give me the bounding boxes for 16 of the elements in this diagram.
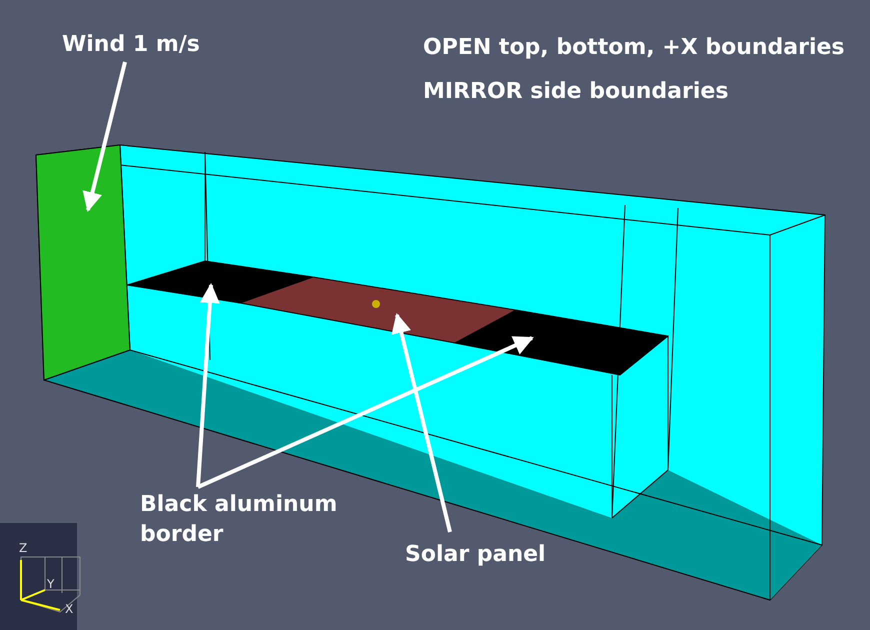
axis-label: Y bbox=[47, 578, 54, 591]
note-text: OPEN top, bottom, +X boundaries bbox=[423, 34, 845, 62]
leader-arrow bbox=[392, 313, 452, 532]
border-strip bbox=[454, 309, 670, 376]
callout-text: Black aluminum border bbox=[140, 490, 345, 550]
axis-label: Z bbox=[19, 542, 28, 555]
leader-arrow bbox=[196, 283, 220, 488]
solar-panel-plate bbox=[238, 276, 518, 344]
callout-text: Solar panel bbox=[405, 540, 546, 570]
border-strip bbox=[126, 260, 314, 304]
note-text: MIRROR side boundaries bbox=[423, 78, 728, 106]
axis-label: X bbox=[65, 603, 74, 616]
callout-text: Wind 1 m/s bbox=[62, 30, 200, 60]
leader-arrow bbox=[82, 62, 127, 212]
inlet-face bbox=[35, 144, 131, 381]
leader-arrow bbox=[197, 336, 534, 489]
